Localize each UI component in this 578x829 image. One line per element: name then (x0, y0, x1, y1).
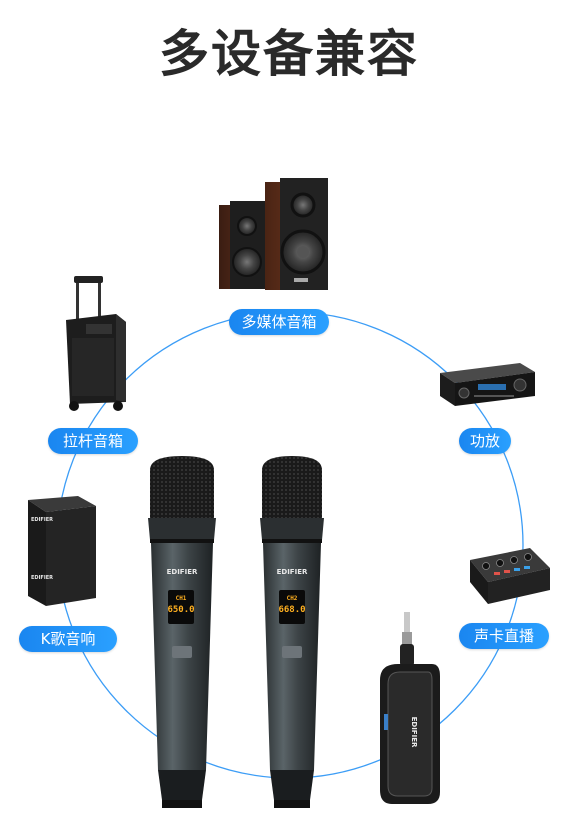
trolley-speaker-image (66, 276, 126, 411)
label-ktv-speaker: K歌音响 (19, 626, 117, 652)
ktv-speaker-image: EDIFIER EDIFIER (28, 496, 96, 606)
mic-left-channel: CH1 (176, 595, 187, 602)
label-amplifier: 功放 (459, 428, 511, 454)
page-title: 多设备兼容 (159, 25, 419, 83)
live-sound-card-image (470, 548, 550, 604)
receiver-brand: EDIFIER (410, 717, 418, 748)
mic-right-channel: CH2 (287, 595, 298, 602)
mic-right-frequency: 668.0 (278, 605, 305, 615)
amplifier-image (440, 363, 535, 406)
label-live-sound-card: 声卡直播 (459, 623, 549, 649)
label-trolley-speaker: 拉杆音箱 (48, 428, 138, 454)
microphone-right: EDIFIER CH2 668.0 (260, 456, 324, 808)
mic-right-brand: EDIFIER (277, 568, 308, 576)
multimedia-speaker-image (219, 178, 328, 290)
mic-left-brand: EDIFIER (167, 568, 198, 576)
receiver-image: EDIFIER (380, 612, 440, 804)
label-multimedia-speaker: 多媒体音箱 (229, 309, 329, 335)
ktv-brand-text: EDIFIER (31, 517, 53, 523)
microphone-left: EDIFIER CH1 650.0 (148, 456, 216, 808)
mic-left-frequency: 650.0 (167, 605, 194, 615)
svg-text:EDIFIER: EDIFIER (31, 575, 53, 581)
